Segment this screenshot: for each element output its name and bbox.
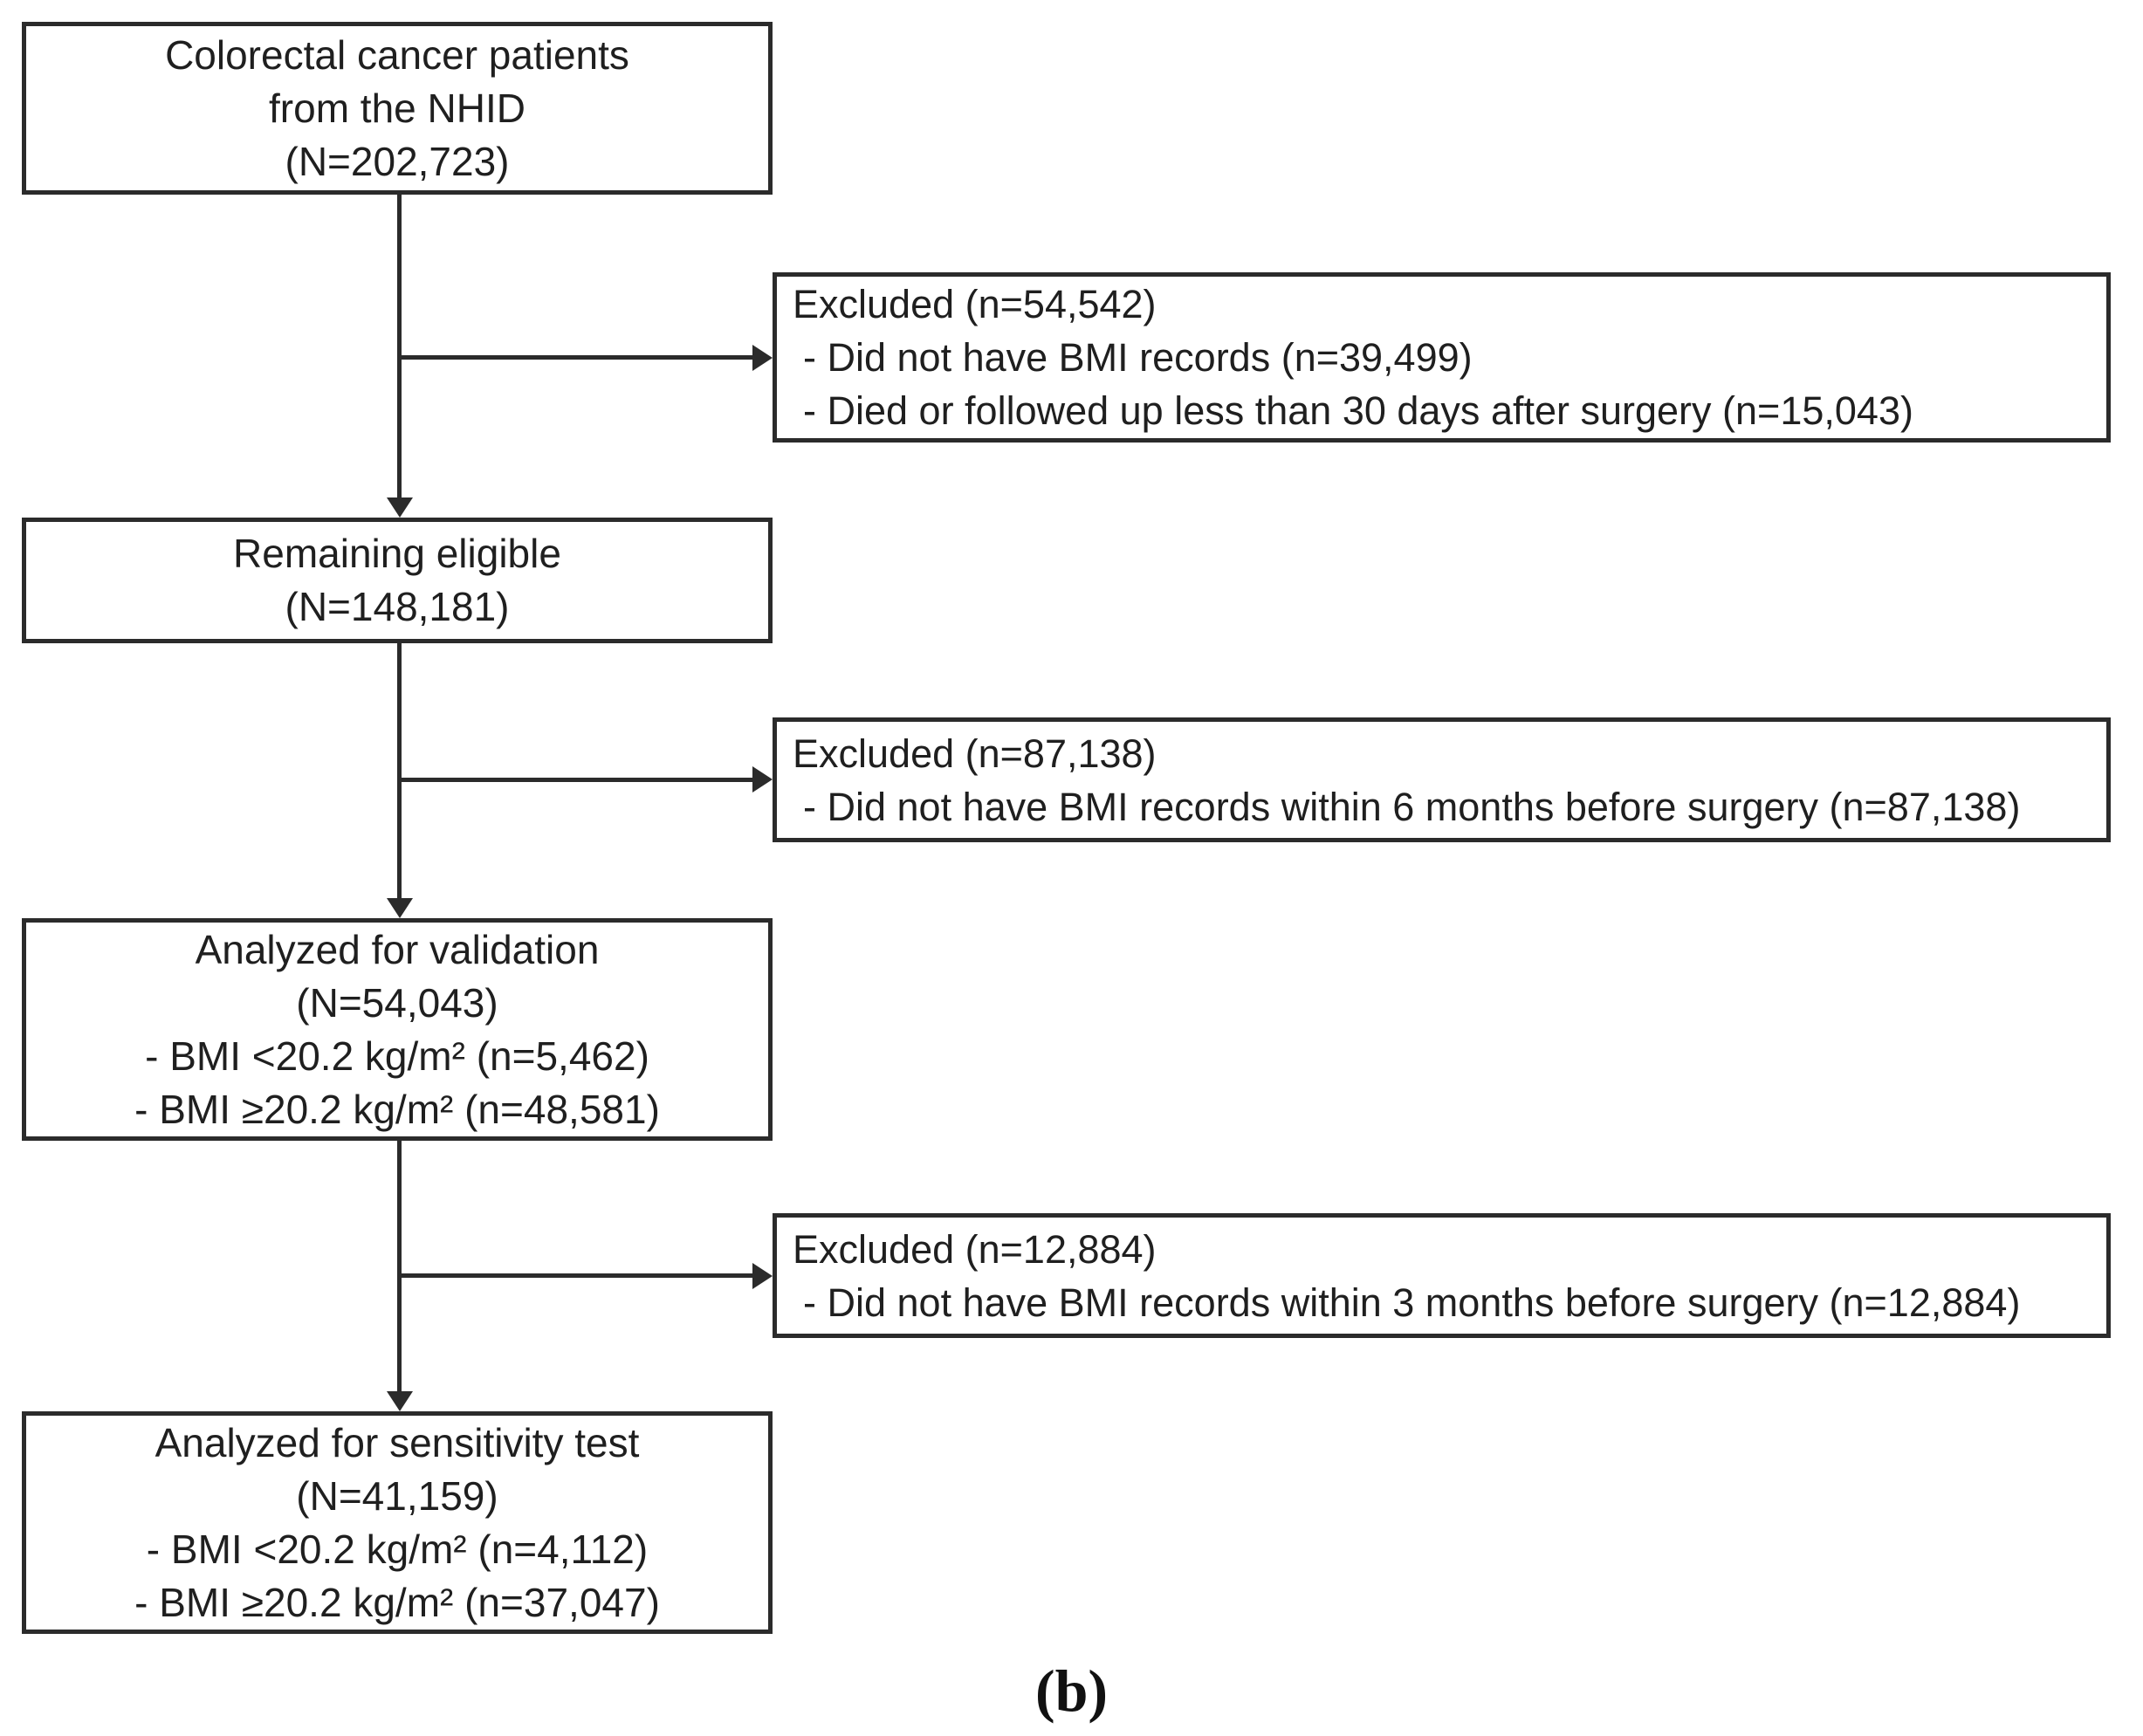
box-analyzed-validation: Analyzed for validation (N=54,043) - BMI… (22, 918, 773, 1141)
box-sensitivity-bmi-high: - BMI ≥20.2 kg/m² (n=37,047) (134, 1579, 660, 1625)
figure-caption: (b) (1034, 1657, 1109, 1724)
excluded-2-title: Excluded (n=87,138) (793, 731, 1157, 776)
arrow-down-icon (387, 898, 413, 918)
box-excluded-3: Excluded (n=12,884) - Did not have BMI r… (773, 1213, 2111, 1338)
box-source-line-2: from the NHID (269, 85, 525, 131)
box-validation-bmi-low: - BMI <20.2 kg/m² (n=5,462) (145, 1033, 649, 1079)
box-analyzed-sensitivity: Analyzed for sensitivity test (N=41,159)… (22, 1411, 773, 1634)
branch-to-excluded-3 (400, 1273, 753, 1278)
connector-source-to-remaining (397, 195, 402, 498)
box-source-population: Colorectal cancer patients from the NHID… (22, 22, 773, 195)
arrow-right-icon (752, 1263, 773, 1289)
excluded-1-item-2: - Died or followed up less than 30 days … (803, 388, 1913, 433)
branch-to-excluded-2 (400, 778, 753, 782)
branch-to-excluded-1 (400, 355, 753, 360)
box-validation-line-1: Analyzed for validation (195, 926, 600, 972)
box-sensitivity-count: (N=41,159) (296, 1472, 498, 1519)
connector-remaining-to-validation (397, 643, 402, 899)
excluded-2-item-1: - Did not have BMI records within 6 mont… (803, 784, 2021, 829)
box-excluded-1: Excluded (n=54,542) - Did not have BMI r… (773, 272, 2111, 443)
connector-validation-to-sensitivity (397, 1141, 402, 1392)
box-source-count: (N=202,723) (285, 138, 510, 184)
box-validation-bmi-high: - BMI ≥20.2 kg/m² (n=48,581) (134, 1086, 660, 1132)
excluded-3-title: Excluded (n=12,884) (793, 1226, 1157, 1272)
box-remaining-line-1: Remaining eligible (233, 531, 561, 576)
excluded-1-title: Excluded (n=54,542) (793, 282, 1157, 326)
box-remaining-count: (N=148,181) (285, 584, 510, 629)
box-remaining-eligible: Remaining eligible (N=148,181) (22, 518, 773, 643)
arrow-right-icon (752, 345, 773, 371)
excluded-1-item-1: - Did not have BMI records (n=39,499) (803, 335, 1473, 380)
excluded-3-item-1: - Did not have BMI records within 3 mont… (803, 1280, 2021, 1325)
arrow-down-icon (387, 1391, 413, 1411)
box-source-line-1: Colorectal cancer patients (165, 31, 629, 78)
box-validation-count: (N=54,043) (296, 979, 498, 1026)
box-sensitivity-line-1: Analyzed for sensitivity test (155, 1419, 640, 1465)
box-excluded-2: Excluded (n=87,138) - Did not have BMI r… (773, 717, 2111, 842)
arrow-down-icon (387, 497, 413, 518)
arrow-right-icon (752, 766, 773, 793)
box-sensitivity-bmi-low: - BMI <20.2 kg/m² (n=4,112) (146, 1526, 649, 1572)
